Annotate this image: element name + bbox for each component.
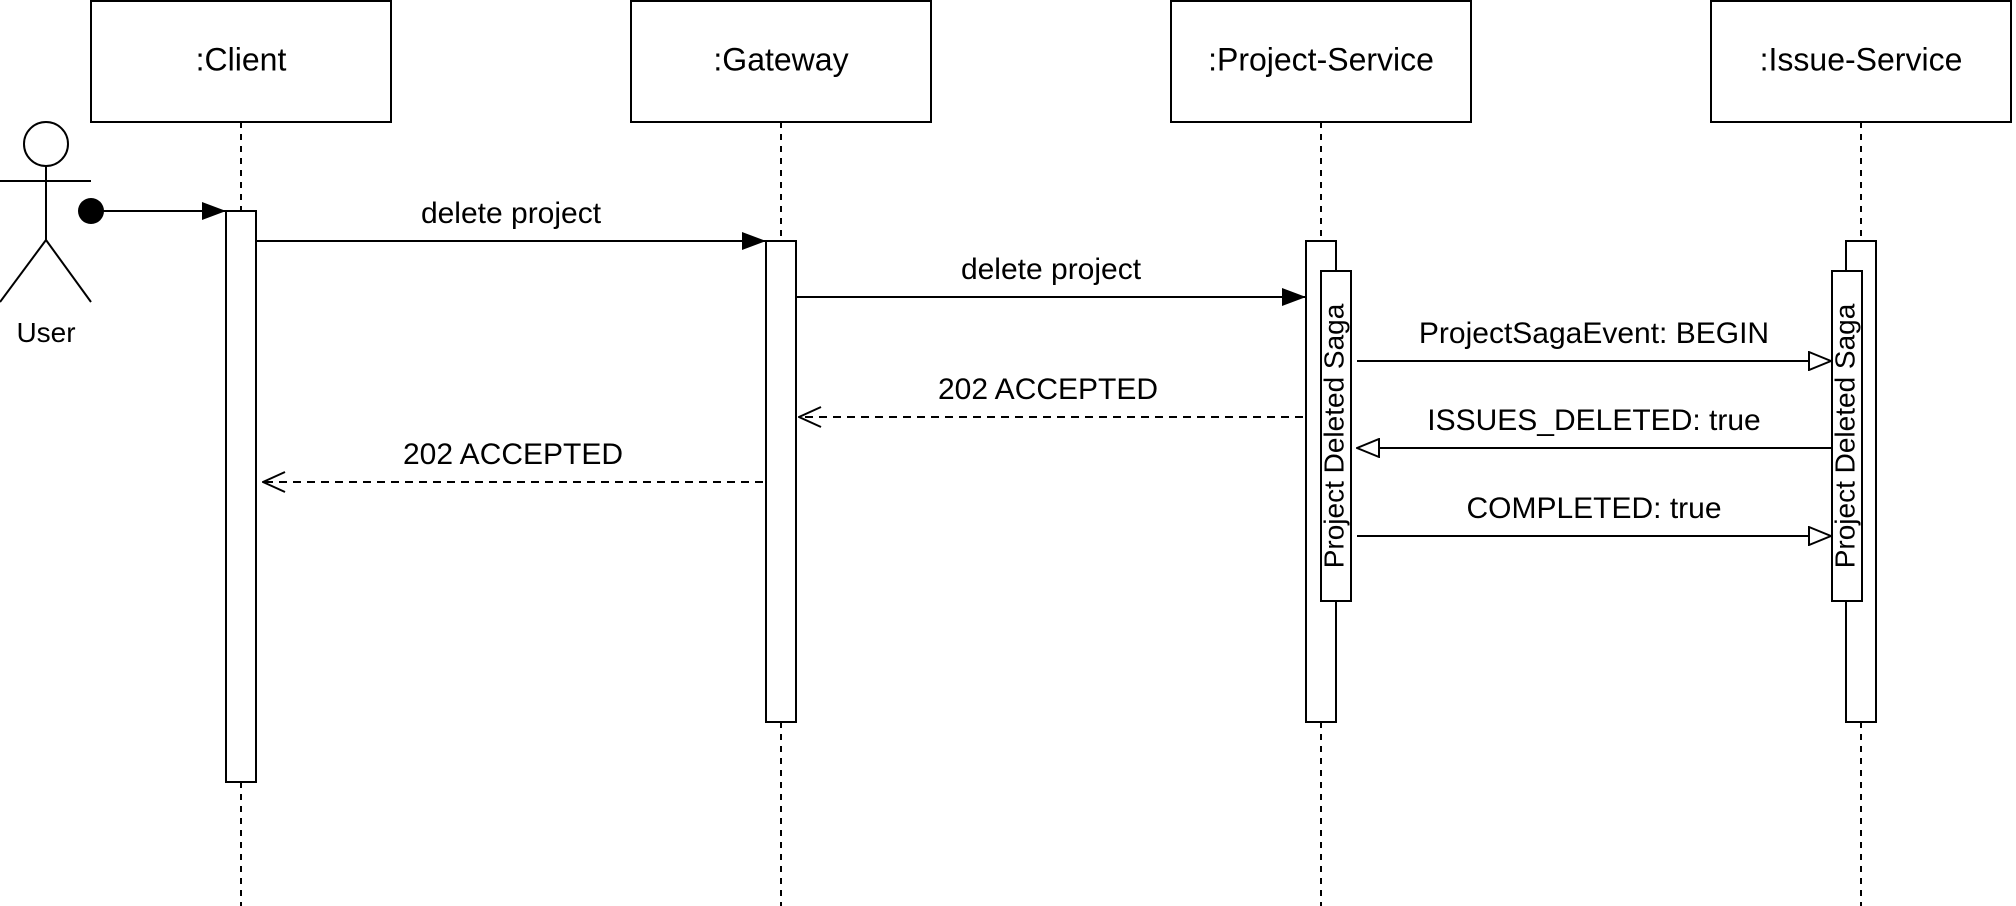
- user-actor-label: User: [16, 317, 75, 348]
- message-client-gateway-delete[interactable]: delete project: [256, 197, 766, 250]
- found-message-arrow[interactable]: [78, 198, 226, 224]
- message-label: ProjectSagaEvent: BEGIN: [1419, 317, 1769, 350]
- activation-client: [225, 210, 257, 783]
- message-label: 202 ACCEPTED: [403, 438, 623, 471]
- lifeline-client[interactable]: :Client: [90, 0, 392, 123]
- lifeline-issue-service[interactable]: :Issue-Service: [1710, 0, 2012, 123]
- message-label: delete project: [421, 197, 602, 230]
- message-label: 202 ACCEPTED: [938, 373, 1158, 406]
- saga-project-service-label: Project Deleted Saga: [1318, 303, 1349, 568]
- lifeline-project-service-label: :Project-Service: [1208, 41, 1434, 77]
- return-gateway-client-202[interactable]: 202 ACCEPTED: [263, 438, 763, 482]
- saga-issue-service[interactable]: Project Deleted Saga: [1829, 270, 1863, 602]
- saga-project-service[interactable]: Project Deleted Saga: [1318, 270, 1352, 602]
- message-gateway-project-delete[interactable]: delete project: [796, 253, 1306, 306]
- saga-issue-service-label: Project Deleted Saga: [1829, 303, 1860, 568]
- lifeline-project-service[interactable]: :Project-Service: [1170, 0, 1472, 123]
- message-label: ISSUES_DELETED: true: [1427, 404, 1760, 437]
- activation-gateway: [765, 240, 797, 723]
- return-project-gateway-202[interactable]: 202 ACCEPTED: [799, 373, 1303, 417]
- lifeline-gateway-label: :Gateway: [713, 41, 848, 77]
- lifeline-issue-service-label: :Issue-Service: [1760, 41, 1963, 77]
- message-label: delete project: [961, 253, 1142, 286]
- message-completed[interactable]: COMPLETED: true: [1357, 492, 1831, 536]
- message-issues-deleted[interactable]: ISSUES_DELETED: true: [1357, 404, 1831, 448]
- message-label: COMPLETED: true: [1466, 492, 1721, 525]
- lifeline-client-label: :Client: [196, 41, 287, 77]
- user-actor-icon[interactable]: [0, 121, 92, 303]
- message-saga-begin[interactable]: ProjectSagaEvent: BEGIN: [1357, 317, 1831, 361]
- lifeline-gateway[interactable]: :Gateway: [630, 0, 932, 123]
